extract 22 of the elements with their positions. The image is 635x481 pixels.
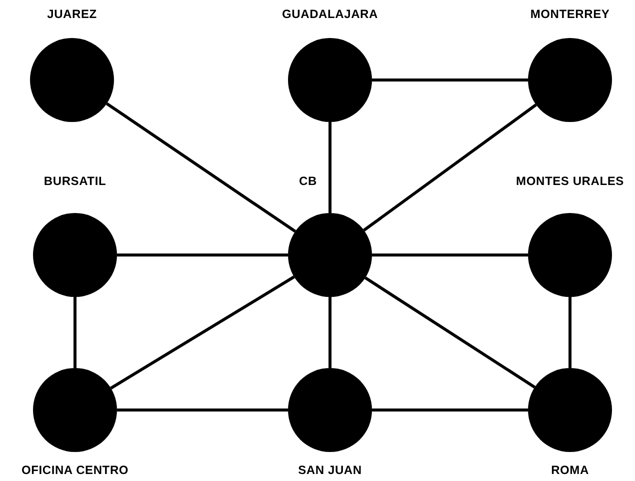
node-label: BURSATIL xyxy=(44,173,106,189)
node-label: SAN JUAN xyxy=(298,462,362,478)
node-label: CB xyxy=(299,173,317,189)
connector-line xyxy=(74,297,76,368)
connector-line xyxy=(117,408,288,412)
node-label: OFICINA CENTRO xyxy=(21,462,129,478)
connector-line xyxy=(372,254,528,256)
node-label: JUAREZ xyxy=(47,6,97,22)
connector-line xyxy=(364,276,536,388)
connector-line xyxy=(106,102,296,233)
connector-line xyxy=(328,297,332,368)
connector-line xyxy=(328,122,332,213)
node-label: MONTES URALES xyxy=(516,173,624,189)
node-label: GUADALAJARA xyxy=(282,6,378,22)
connector-line xyxy=(372,78,528,82)
connector-line xyxy=(363,104,537,232)
connector-line xyxy=(117,254,288,256)
connector-line xyxy=(568,297,572,368)
connector-line xyxy=(372,408,528,412)
node-label: ROMA xyxy=(551,462,589,478)
node-label: MONTERREY xyxy=(530,6,610,22)
connector-line xyxy=(110,276,295,390)
